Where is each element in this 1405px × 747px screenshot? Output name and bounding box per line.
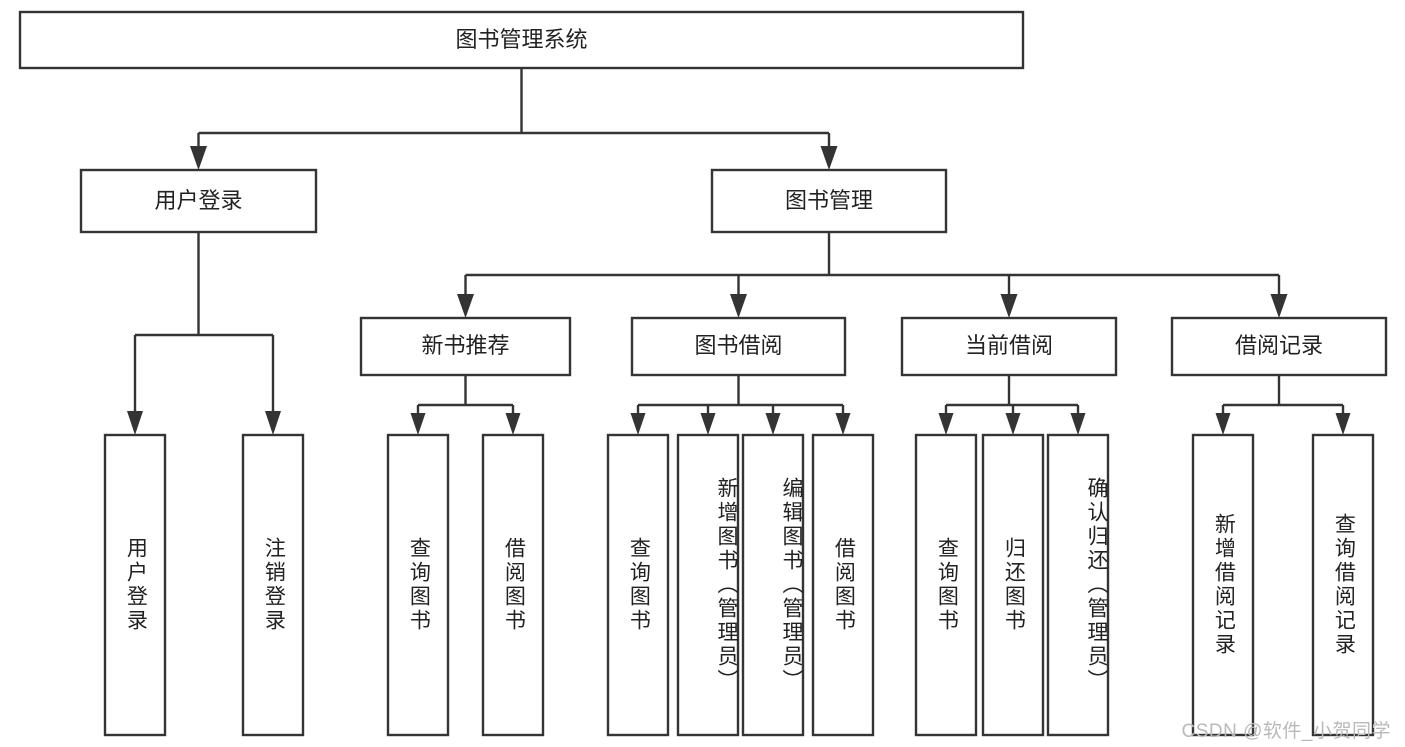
node-leaf-query-book-2-box[interactable] [606, 433, 670, 737]
node-root-box[interactable] [18, 10, 1025, 70]
node-current-borrow-box[interactable] [900, 316, 1118, 377]
node-book-borrow-box[interactable] [630, 316, 847, 377]
node-leaf-return-book-box[interactable] [981, 433, 1045, 737]
arrow-head-leaf-borrow-book-2 [835, 413, 851, 435]
node-book-manage-box[interactable] [710, 168, 948, 234]
arrow-head-current-borrow [1000, 294, 1018, 318]
arrow-head-leaf-user-logout [265, 411, 281, 435]
node-leaf-confirm-return-box[interactable] [1046, 433, 1110, 737]
arrow-head-leaf-query-book-1 [410, 413, 426, 435]
node-leaf-borrow-book-2-box[interactable] [811, 433, 875, 737]
connector-group-current-borrow [938, 375, 1086, 435]
connector-group-new-book-recommend [410, 375, 521, 435]
arrow-head-leaf-return-book [1005, 413, 1021, 435]
watermark-text: CSDN @软件_小贺同学 [1181, 721, 1391, 742]
arrow-head-leaf-query-book-2 [630, 413, 646, 435]
arrow-head-book-manage [820, 146, 838, 170]
node-leaf-add-book-box[interactable] [676, 433, 740, 737]
arrow-head-leaf-add-record [1215, 413, 1231, 435]
node-book-manage-label: 图书管理 [785, 188, 873, 213]
node-book-manage[interactable]: 图书管理 [710, 168, 948, 234]
node-borrow-record-box[interactable] [1170, 316, 1388, 377]
connector-group-book-borrow [630, 375, 851, 435]
node-current-borrow[interactable]: 当前借阅 [900, 316, 1118, 377]
node-borrow-record-label: 借阅记录 [1235, 333, 1323, 358]
arrow-head-leaf-query-book-3 [938, 413, 954, 435]
arrow-head-leaf-add-book [700, 413, 716, 435]
node-user-login[interactable]: 用户登录 [79, 168, 318, 234]
arrow-head-new-book-recommend [457, 294, 474, 318]
node-leaf-borrow-book-1-box[interactable] [481, 433, 545, 737]
node-root[interactable]: 图书管理系统 [18, 10, 1025, 70]
leaf-boxes-group [103, 433, 1375, 737]
node-root-label: 图书管理系统 [455, 27, 587, 52]
node-leaf-query-record-box[interactable] [1311, 433, 1375, 737]
arrow-head-leaf-user-login [127, 411, 143, 435]
node-new-book-recommend[interactable]: 新书推荐 [359, 316, 572, 377]
node-user-login-box[interactable] [79, 168, 318, 234]
node-new-book-recommend-label: 新书推荐 [421, 333, 509, 358]
arrow-head-borrow-record [1270, 294, 1288, 318]
connector-group-root [190, 68, 838, 170]
arrow-head-leaf-borrow-book-1 [505, 413, 521, 435]
node-leaf-user-login-box[interactable] [103, 433, 167, 737]
node-book-borrow[interactable]: 图书借阅 [630, 316, 847, 377]
node-current-borrow-label: 当前借阅 [965, 333, 1053, 358]
arrow-head-leaf-confirm-return [1070, 413, 1086, 435]
connector-group-book-manage [457, 232, 1288, 318]
arrow-head-book-borrow [730, 294, 747, 318]
node-user-login-label: 用户登录 [154, 188, 242, 213]
node-leaf-query-book-1-box[interactable] [386, 433, 450, 737]
arrow-head-leaf-query-record [1335, 413, 1351, 435]
connector-group-borrow-record [1215, 375, 1351, 435]
node-leaf-query-book-3-box[interactable] [914, 433, 978, 737]
node-book-borrow-label: 图书借阅 [694, 333, 782, 358]
arrow-head-leaf-edit-book [765, 413, 781, 435]
node-new-book-recommend-box[interactable] [359, 316, 572, 377]
node-leaf-edit-book-box[interactable] [741, 433, 805, 737]
node-leaf-user-logout-box[interactable] [241, 433, 305, 737]
node-borrow-record[interactable]: 借阅记录 [1170, 316, 1388, 377]
connector-group-user-login [127, 232, 281, 435]
arrow-head-user-login [190, 146, 207, 170]
node-leaf-add-record-box[interactable] [1191, 433, 1255, 737]
